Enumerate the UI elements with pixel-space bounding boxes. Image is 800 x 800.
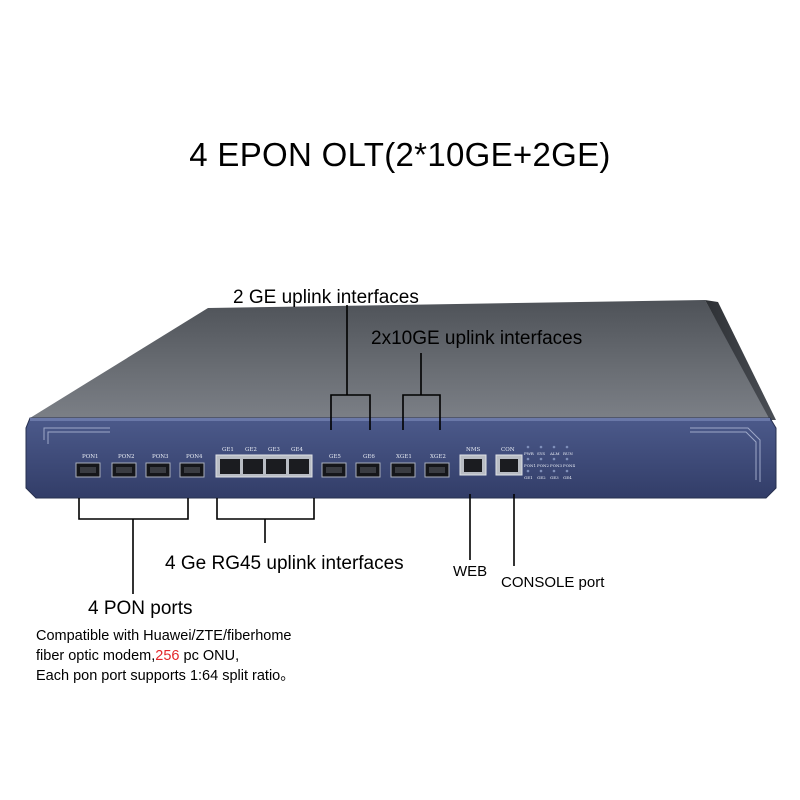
pon-label-3: PON3 [152, 454, 169, 460]
nms-label: NMS [466, 447, 480, 453]
callout-rj45-uplink: 4 Ge RG45 uplink interfaces [165, 553, 404, 574]
svg-text:GE2: GE2 [537, 475, 546, 480]
xge-label-1: XGE1 [396, 454, 412, 460]
rj45-labels: GE1 GE2 GE3 GE4 [222, 447, 303, 453]
ge-label-5: GE5 [329, 454, 341, 460]
description-line-1: Compatible with Huawei/ZTE/fiberhome [36, 628, 292, 644]
callout-console: CONSOLE port [501, 574, 605, 591]
description-line-2-suffix: pc ONU, [179, 648, 240, 664]
ge-label-1: GE1 [222, 447, 234, 453]
svg-text:GE1: GE1 [524, 475, 533, 480]
svg-text:GE3: GE3 [550, 475, 559, 480]
callout-10ge-uplink: 2x10GE uplink interfaces [371, 328, 583, 349]
chassis-side [705, 300, 776, 420]
description-line-2-text: fiber optic modem, [36, 648, 156, 664]
compatibility-description: Compatible with Huawei/ZTE/fiberhome fib… [36, 626, 295, 686]
pon-label-4: PON4 [186, 454, 203, 460]
svg-text:PON2: PON2 [537, 463, 549, 468]
ge-label-4: GE4 [291, 447, 303, 453]
status-leds [526, 445, 569, 473]
led-labels: PWR SYS ALM RUN PON1 PON2 PON3 PON4 GE1 … [524, 451, 575, 480]
description-line-2: fiber optic modem,256 pc ONU, [36, 646, 295, 666]
con-label: CON [501, 447, 515, 453]
description-line-3: Each pon port supports 1:64 split ratio。 [36, 668, 295, 684]
onu-count-highlight: 256 [155, 648, 180, 664]
page-title: 4 EPON OLT(2*10GE+2GE) [189, 136, 611, 173]
callout-lines [78, 305, 515, 594]
uplink-sfp-labels: GE5 GE6 XGE1 XGE2 [329, 454, 446, 460]
svg-text:GE4: GE4 [563, 475, 572, 480]
callout-pon-ports: 4 PON ports [88, 598, 193, 619]
ge-label-6: GE6 [363, 454, 375, 460]
management-ports: NMS CON [459, 447, 523, 476]
callout-web: WEB [453, 563, 488, 580]
pon-label-2: PON2 [118, 454, 135, 460]
chassis-top [30, 300, 770, 418]
ge-label-3: GE3 [268, 447, 280, 453]
callout-ge-uplink: 2 GE uplink interfaces [233, 287, 419, 308]
svg-text:RUN: RUN [563, 451, 573, 456]
pon-sfp-ports [75, 462, 205, 478]
svg-text:SYS: SYS [537, 451, 545, 456]
pon-port-labels: PON1 PON2 PON3 PON4 [82, 454, 203, 460]
svg-text:ALM: ALM [549, 451, 560, 456]
pon-label-1: PON1 [82, 454, 99, 460]
rj45-ports [215, 454, 313, 478]
svg-text:PON1: PON1 [524, 463, 536, 468]
front-panel [25, 417, 777, 499]
svg-text:PON4: PON4 [563, 463, 575, 468]
uplink-sfp-ports [321, 462, 450, 478]
svg-text:PON3: PON3 [550, 463, 562, 468]
ge-label-2: GE2 [245, 447, 257, 453]
svg-text:PWR: PWR [524, 451, 535, 456]
xge-label-2: XGE2 [430, 454, 446, 460]
